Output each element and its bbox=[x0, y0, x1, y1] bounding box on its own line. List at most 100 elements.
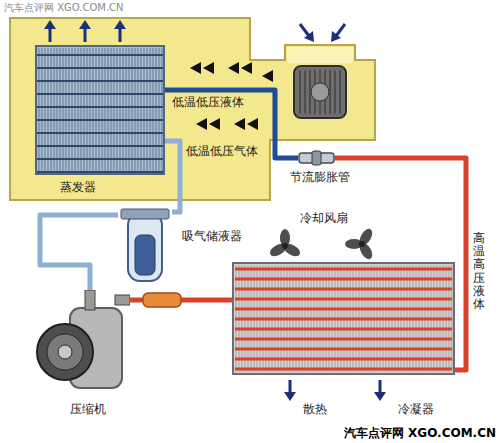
air-arrow bbox=[44, 20, 56, 29]
blower-motor bbox=[311, 83, 329, 101]
air-arrow bbox=[304, 31, 314, 42]
evaporator-tube bbox=[37, 67, 163, 69]
pipe-line bbox=[165, 141, 180, 212]
fan-hub bbox=[359, 241, 365, 247]
compressor-pulley-ring bbox=[47, 334, 83, 370]
compressor-body bbox=[35, 290, 130, 395]
air-arrow bbox=[79, 20, 91, 29]
pipe-label: 高温高压液体 bbox=[473, 232, 485, 311]
evaporator-tube bbox=[37, 171, 163, 173]
evaporator-fin bbox=[48, 48, 49, 172]
component-label: 冷凝器 bbox=[398, 402, 434, 416]
evaporator-fin bbox=[141, 48, 142, 172]
evaporator-fin bbox=[147, 48, 148, 172]
fan-blade bbox=[357, 241, 375, 262]
accumulator-liquid bbox=[135, 235, 155, 275]
component-label: 吸气储液器 bbox=[182, 229, 242, 243]
air-arrow bbox=[119, 28, 122, 42]
expansion-tube: 节流膨胀管 bbox=[298, 150, 335, 166]
pipe-line bbox=[165, 90, 298, 158]
accumulator: 吸气储液器 bbox=[118, 205, 172, 285]
condenser-tube bbox=[235, 348, 452, 351]
evaporator-fin bbox=[96, 48, 97, 172]
refrigerant-pipe bbox=[165, 90, 298, 158]
heat-arrow bbox=[374, 392, 386, 401]
condenser-tube bbox=[235, 318, 452, 321]
blower-inlet bbox=[287, 47, 353, 63]
air-arrow bbox=[241, 62, 252, 74]
heat-label: 散热 bbox=[303, 402, 327, 416]
air-arrow bbox=[300, 24, 309, 36]
evaporator-fin bbox=[75, 48, 76, 172]
evaporator-fin bbox=[54, 48, 55, 172]
condenser-tube bbox=[235, 268, 452, 271]
evaporator-fin bbox=[84, 48, 85, 172]
air-arrow bbox=[262, 70, 273, 82]
evaporator-fin bbox=[78, 48, 79, 172]
watermark: 汽车点评网 XGO.COM.CN bbox=[344, 426, 496, 440]
evaporator-fin bbox=[105, 48, 106, 172]
pipe-label: 低温低压液体 bbox=[172, 95, 244, 109]
cooling-fan bbox=[268, 229, 302, 259]
evaporator-fin bbox=[162, 48, 163, 172]
hvac-housing bbox=[10, 18, 375, 200]
air-arrow bbox=[234, 118, 245, 130]
condenser: 冷凝器 bbox=[232, 262, 455, 375]
watermark: 汽车点评网 XGO.COM.CN bbox=[4, 2, 124, 14]
evaporator-fin bbox=[72, 48, 73, 172]
evaporator-fin bbox=[120, 48, 121, 172]
refrigerant-pipe bbox=[40, 215, 118, 290]
evaporator-fin bbox=[108, 48, 109, 172]
evaporator-fin bbox=[132, 48, 133, 172]
evaporator-fin bbox=[144, 48, 145, 172]
condenser-tube bbox=[235, 308, 452, 311]
component-label: 压缩机 bbox=[70, 402, 106, 416]
blower-vanes bbox=[300, 70, 340, 114]
condenser-tube bbox=[235, 328, 452, 331]
evaporator-fin bbox=[156, 48, 157, 172]
evaporator-fin bbox=[150, 48, 151, 172]
evaporator-core bbox=[35, 45, 165, 175]
evaporator-fin bbox=[114, 48, 115, 172]
evaporator-tube bbox=[37, 158, 163, 160]
evaporator-fin bbox=[123, 48, 124, 172]
air-arrow bbox=[196, 118, 207, 130]
condenser-core bbox=[232, 262, 455, 375]
compressor-hub bbox=[58, 345, 72, 359]
evaporator-fin bbox=[129, 48, 130, 172]
air-arrow bbox=[247, 118, 258, 130]
refrigerant-pipe bbox=[165, 141, 180, 212]
condenser-tube bbox=[235, 338, 452, 341]
component-label: 节流膨胀管 bbox=[290, 170, 350, 184]
accumulator-can bbox=[128, 213, 162, 281]
air-arrow bbox=[49, 28, 52, 42]
air-arrow bbox=[114, 20, 126, 29]
evaporator-fin bbox=[135, 48, 136, 172]
air-arrow bbox=[190, 62, 201, 74]
air-arrow bbox=[331, 31, 341, 42]
blower-drum bbox=[294, 66, 346, 118]
evaporator-fin bbox=[138, 48, 139, 172]
heat-arrow bbox=[289, 380, 292, 393]
evaporator-fin bbox=[69, 48, 70, 172]
heat-arrow bbox=[379, 380, 382, 393]
compressor-suction-port bbox=[85, 290, 95, 310]
fan-label: 冷却风扇 bbox=[300, 211, 348, 225]
pipe-line bbox=[40, 215, 118, 290]
condenser-tube bbox=[235, 278, 452, 281]
compressor-pulley bbox=[37, 324, 93, 380]
evaporator-fin bbox=[102, 48, 103, 172]
muffler bbox=[143, 293, 181, 307]
air-arrow bbox=[336, 24, 345, 36]
fan-blade bbox=[268, 241, 289, 259]
evaporator-fin bbox=[57, 48, 58, 172]
evaporator-fin bbox=[60, 48, 61, 172]
evaporator-fin bbox=[81, 48, 82, 172]
expansion-nut bbox=[312, 151, 321, 165]
compressor: 压缩机 bbox=[35, 290, 130, 395]
evaporator-tube bbox=[37, 54, 163, 56]
evaporator-fin bbox=[93, 48, 94, 172]
condenser-tube bbox=[235, 288, 452, 291]
evaporator-fin bbox=[99, 48, 100, 172]
